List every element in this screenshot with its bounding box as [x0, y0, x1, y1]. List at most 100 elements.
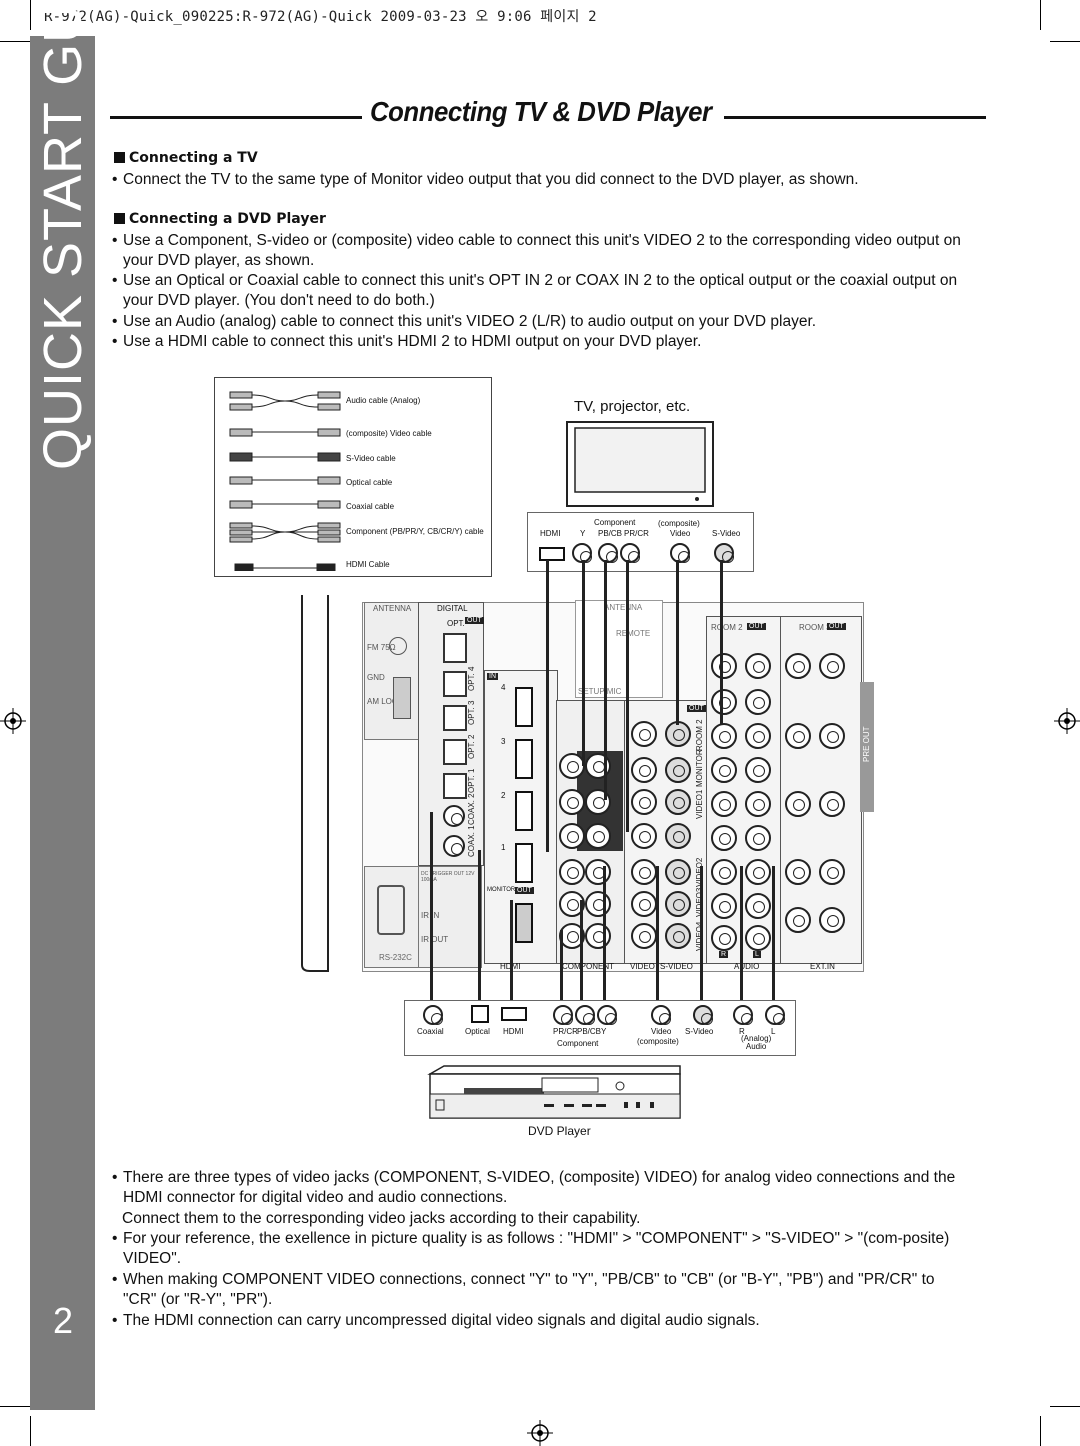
video-jack-icon	[631, 891, 657, 917]
legend-optical: Optical cable	[346, 478, 393, 487]
ext-in-block: ROOM 3 OUT	[780, 616, 862, 964]
bottom-audio-label: AUDIO	[734, 962, 760, 971]
component-jack-icon	[585, 789, 611, 815]
preout-jack-icon	[819, 723, 845, 749]
hdmi4-number: 4	[501, 683, 506, 692]
dvd-composite-label: (composite)	[637, 1037, 679, 1046]
dvd-hdmi-port-icon	[501, 1007, 527, 1021]
audio-jack-icon	[745, 791, 771, 817]
bullet-dvd-4: •Use a HDMI cable to connect this unit's…	[112, 333, 702, 350]
legend-component: Component (PB/PR/Y, CB/CR/Y) cable	[346, 527, 484, 536]
hdmi-out-badge: OUT	[515, 887, 534, 894]
remote-label: REMOTE	[616, 629, 651, 638]
svideo-jack-icon	[665, 757, 691, 783]
tv-jack-icon	[598, 543, 618, 563]
hdmi-monitor-label: MONITOR	[487, 887, 516, 893]
tv-icon	[566, 421, 714, 507]
wire-video-dvd	[656, 866, 659, 1014]
wire-hdmi-tv	[546, 560, 549, 852]
row-monitor-label: MONITOR	[695, 749, 704, 787]
video-jack-icon	[631, 757, 657, 783]
hdmi-monitor-out-icon	[515, 903, 533, 943]
dvd-l-label: L	[771, 1027, 776, 1036]
crop-mark	[1050, 1406, 1080, 1407]
preout-jack-icon	[785, 723, 811, 749]
hdmi3-number: 3	[501, 737, 506, 746]
wire-pb-tv	[604, 560, 607, 800]
legend-coaxial: Coaxial cable	[346, 502, 395, 511]
opt-port-icon	[443, 705, 467, 731]
tv-jack-y: Y	[580, 529, 586, 538]
fm-jack-icon	[389, 637, 407, 655]
video-out-badge: OUT	[687, 705, 706, 712]
svideo-jack-icon	[665, 891, 691, 917]
opt2-label: OPT. 2	[467, 734, 476, 759]
page-number: 2	[53, 1300, 74, 1341]
dvd-audio-r-jack-icon	[733, 1005, 753, 1025]
coax-jack-icon	[443, 835, 465, 857]
setup-mic-label: SETUP MIC	[578, 687, 622, 696]
dc-trigger-label: DC TRIGGER OUT 12V 100mA	[421, 871, 475, 883]
audio-jack-icon	[745, 723, 771, 749]
extin-jack-icon	[819, 859, 845, 885]
dvd-hdmi-label: HDMI	[503, 1027, 524, 1036]
rs232-port-icon	[377, 885, 405, 935]
video-jack-icon	[631, 859, 657, 885]
svideo-jack-icon	[665, 789, 691, 815]
svideo-jack-icon	[665, 923, 691, 949]
dvd-component-label: Component	[557, 1039, 599, 1048]
component-jack-icon	[559, 859, 585, 885]
preout-jack-icon	[819, 653, 845, 679]
audio-jack-icon	[711, 925, 737, 951]
tv-jack-pb: PB/CB	[598, 529, 623, 538]
audio-jack-icon	[745, 925, 771, 951]
dvd-player-label: DVD Player	[528, 1124, 591, 1138]
crop-mark	[0, 41, 30, 42]
dvd-svideo-jack-icon	[693, 1005, 713, 1025]
tv-jack-icon	[670, 543, 690, 563]
antenna2-label: ANTENNA	[604, 603, 643, 612]
pre-out-label: PRE OUT	[862, 726, 871, 762]
dvd-coaxial-label: Coaxial	[417, 1027, 444, 1036]
section-heading-dvd: Connecting a DVD Player	[114, 211, 326, 227]
am-loop-label: AM LOOP	[367, 697, 404, 706]
audio-jack-icon	[745, 859, 771, 885]
opt3-label: OPT. 3	[467, 700, 476, 725]
hdmi4-port-icon	[515, 687, 533, 727]
out-badge: OUT	[465, 617, 484, 624]
registration-mark-icon	[1054, 708, 1080, 734]
crop-mark	[1040, 1416, 1041, 1446]
dvd-r-label: R	[739, 1027, 745, 1036]
component-jack-icon	[585, 923, 611, 949]
tv-hdmi-port-icon	[539, 547, 565, 561]
antenna-block: ANTENNA FM 75Ω GND AM LOOP	[364, 602, 420, 740]
pre-out-bar: PRE OUT	[860, 682, 874, 812]
audio-jack-icon	[745, 825, 771, 851]
opt1-label: OPT. 1	[467, 768, 476, 793]
hdmi-block: IN 4 3 2 1 MONITOR OUT	[484, 670, 558, 964]
tv-jack-hdmi: HDMI	[540, 529, 561, 538]
opt-out-port-icon	[443, 633, 467, 663]
crop-mark	[30, 1416, 31, 1446]
section-heading-tv: Connecting a TV	[114, 150, 258, 166]
opt-out-label: OPT.	[447, 619, 465, 628]
dvd-svideo-label: S-Video	[685, 1027, 714, 1036]
extin-jack-icon	[785, 859, 811, 885]
dvd-player-icon	[427, 1065, 681, 1119]
wire-audio-l	[772, 866, 775, 1014]
dvd-jack-panel: Coaxial Optical HDMI PR/CR PB/CB Y Video…	[404, 1000, 796, 1056]
dvd-audio-label: (Analog) Audio	[741, 1034, 772, 1051]
tv-component-label: Component	[594, 518, 636, 527]
dvd-coax-jack-icon	[423, 1005, 443, 1025]
wire-pb-dvd	[580, 900, 583, 1014]
sidebar	[30, 36, 95, 1410]
dvd-audio-l-jack-icon	[765, 1005, 785, 1025]
component-block	[556, 700, 626, 964]
note-bullet-4: •The HDMI connection can carry uncompres…	[112, 1312, 760, 1329]
audio-jack-icon	[711, 723, 737, 749]
registration-mark-icon	[0, 708, 26, 734]
preout-jack-icon	[785, 653, 811, 679]
room3-out-badge: OUT	[827, 623, 846, 630]
hdmi1-port-icon	[515, 843, 533, 883]
legend-hdmi: HDMI Cable	[346, 560, 390, 569]
